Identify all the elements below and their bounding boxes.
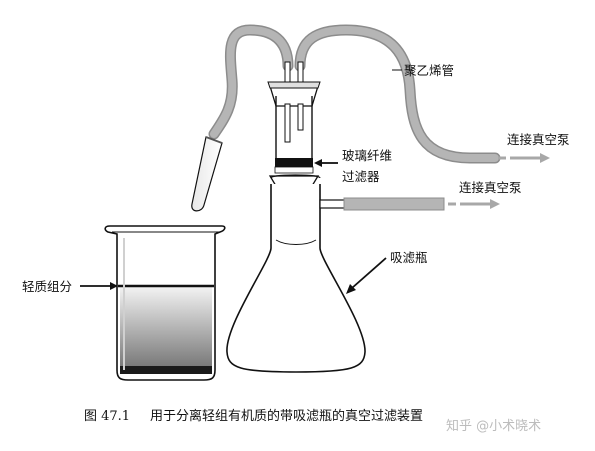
label-filter-flask: 吸滤瓶: [390, 250, 428, 265]
vacuum-arrow-top: [498, 153, 550, 163]
arrow-filter-flask: [346, 257, 387, 294]
arrow-glass-fiber-filter: [314, 159, 338, 167]
figure-caption-number: 图 47.1: [84, 409, 130, 424]
label-glass-fiber-filter-line2: 过滤器: [342, 169, 380, 184]
polyethylene-tube-right: [294, 24, 501, 164]
watermark: 知乎 @小术晓术: [446, 418, 541, 434]
glass-pipette: [191, 136, 223, 212]
label-vacuum-pump-top: 连接真空泵: [507, 132, 570, 147]
label-vacuum-pump-side: 连接真空泵: [459, 180, 522, 195]
arrow-light-fraction: [80, 282, 118, 290]
side-vacuum-tube: [343, 197, 500, 211]
polyethylene-tube-left: [208, 24, 294, 140]
label-glass-fiber-filter-line1: 玻璃纤维: [342, 148, 392, 163]
label-light-fraction: 轻质组分: [22, 279, 72, 294]
label-polyethylene-tube: 聚乙烯管: [404, 63, 454, 78]
filter-flask: [226, 174, 366, 373]
beaker: [104, 225, 226, 381]
figure-caption-text: 用于分离轻组有机质的带吸滤瓶的真空过滤装置: [150, 408, 423, 424]
